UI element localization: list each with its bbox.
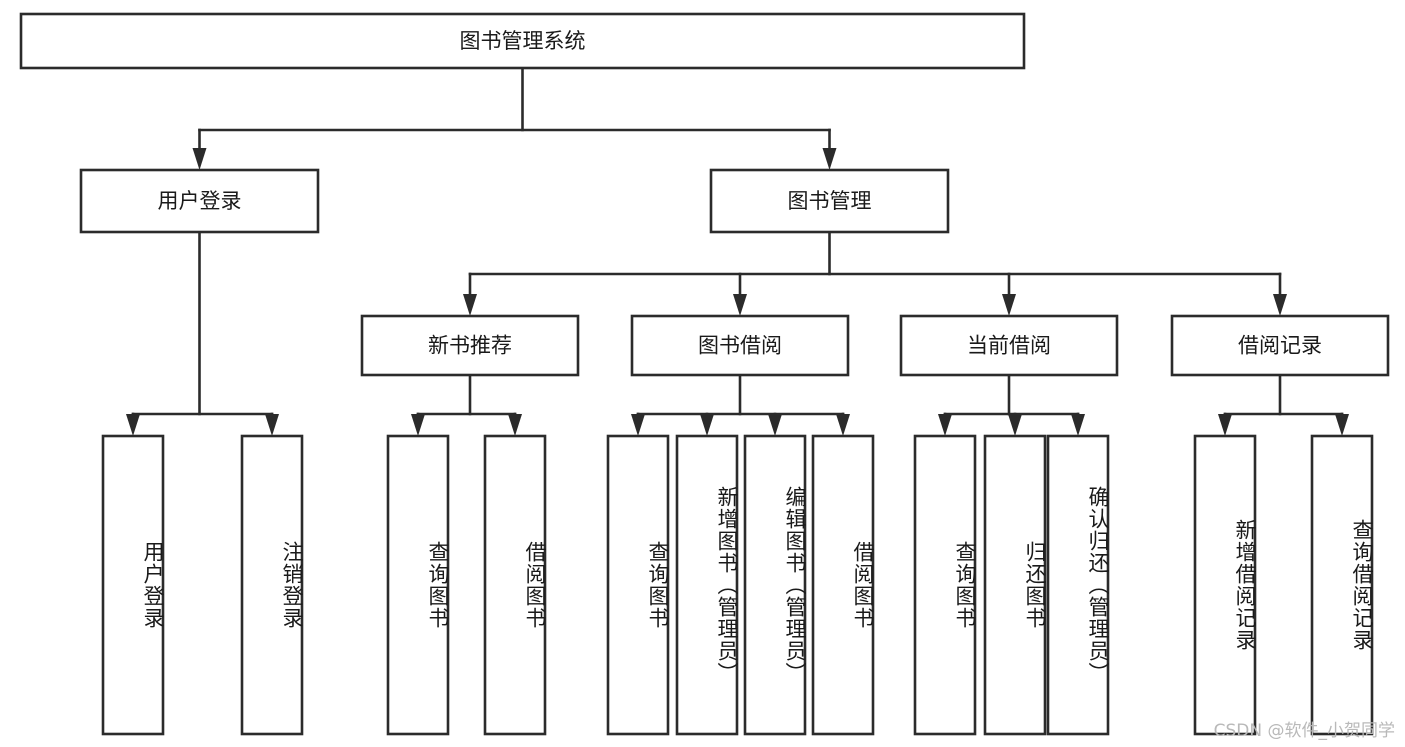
- arrow-head-icon-level3-1: [733, 294, 747, 316]
- node-level3-label-2: 当前借阅: [967, 334, 1051, 358]
- node-level2-box-1[interactable]: [709, 168, 950, 234]
- node-level2-label-1: 图书管理: [788, 189, 872, 213]
- node-leaf-box-11[interactable]: [1193, 434, 1257, 736]
- node-leaf-box-10[interactable]: [1046, 434, 1110, 736]
- node-leaf-box-9[interactable]: [983, 434, 1047, 736]
- node-leaf-box-7[interactable]: [811, 434, 875, 736]
- watermark: CSDN @软件_小贺同学: [1213, 721, 1395, 741]
- node-level3-box-0[interactable]: [360, 314, 580, 377]
- node-level3-label-1: 图书借阅: [698, 334, 782, 358]
- arrow-head-icon-leaf-2-2: [768, 414, 782, 436]
- arrow-head-icon-leaf-2-3: [836, 414, 850, 436]
- arrow-head-icon-leaf-4-1: [1335, 414, 1349, 436]
- box-layer: [19, 12, 1390, 736]
- node-root-label: 图书管理系统: [460, 29, 586, 53]
- arrow-head-icon-leaf-2-0: [631, 414, 645, 436]
- arrow-head-icon-leaf-2-1: [700, 414, 714, 436]
- arrow-head-icon-level2-0: [192, 148, 207, 170]
- arrow-head-icon-leaf-0-0: [126, 414, 140, 436]
- node-leaf-box-12[interactable]: [1310, 434, 1374, 736]
- connector-layer: [126, 66, 1349, 436]
- arrow-head-icon-leaf-0-1: [265, 414, 279, 436]
- node-leaf-box-3[interactable]: [483, 434, 547, 736]
- arrow-head-icon-leaf-1-1: [508, 414, 522, 436]
- node-level3-label-3: 借阅记录: [1238, 334, 1322, 358]
- node-leaf-box-6[interactable]: [743, 434, 807, 736]
- arrow-head-icon-leaf-1-0: [411, 414, 425, 436]
- node-leaf-box-2[interactable]: [386, 434, 450, 736]
- node-root-box[interactable]: [19, 12, 1026, 70]
- arrow-head-icon-leaf-3-1: [1008, 414, 1022, 436]
- arrow-head-icon-level3-2: [1002, 294, 1016, 316]
- arrow-head-icon-leaf-3-0: [938, 414, 952, 436]
- node-leaf-box-8[interactable]: [913, 434, 977, 736]
- node-leaf-box-1[interactable]: [240, 434, 304, 736]
- node-leaf-box-5[interactable]: [675, 434, 739, 736]
- node-level2-box-0[interactable]: [79, 168, 320, 234]
- node-level3-box-3[interactable]: [1170, 314, 1390, 377]
- node-leaf-box-4[interactable]: [606, 434, 670, 736]
- node-leaf-box-0[interactable]: [101, 434, 165, 736]
- arrow-head-icon-level2-1: [822, 148, 837, 170]
- arrow-head-icon-leaf-4-0: [1218, 414, 1232, 436]
- node-level3-box-2[interactable]: [899, 314, 1119, 377]
- arrow-head-icon-leaf-3-2: [1071, 414, 1085, 436]
- node-level3-box-1[interactable]: [630, 314, 850, 377]
- node-level3-label-0: 新书推荐: [428, 334, 512, 358]
- arrow-head-icon-level3-3: [1273, 294, 1287, 316]
- node-level2-label-0: 用户登录: [158, 189, 242, 213]
- arrow-head-icon-level3-0: [463, 294, 477, 316]
